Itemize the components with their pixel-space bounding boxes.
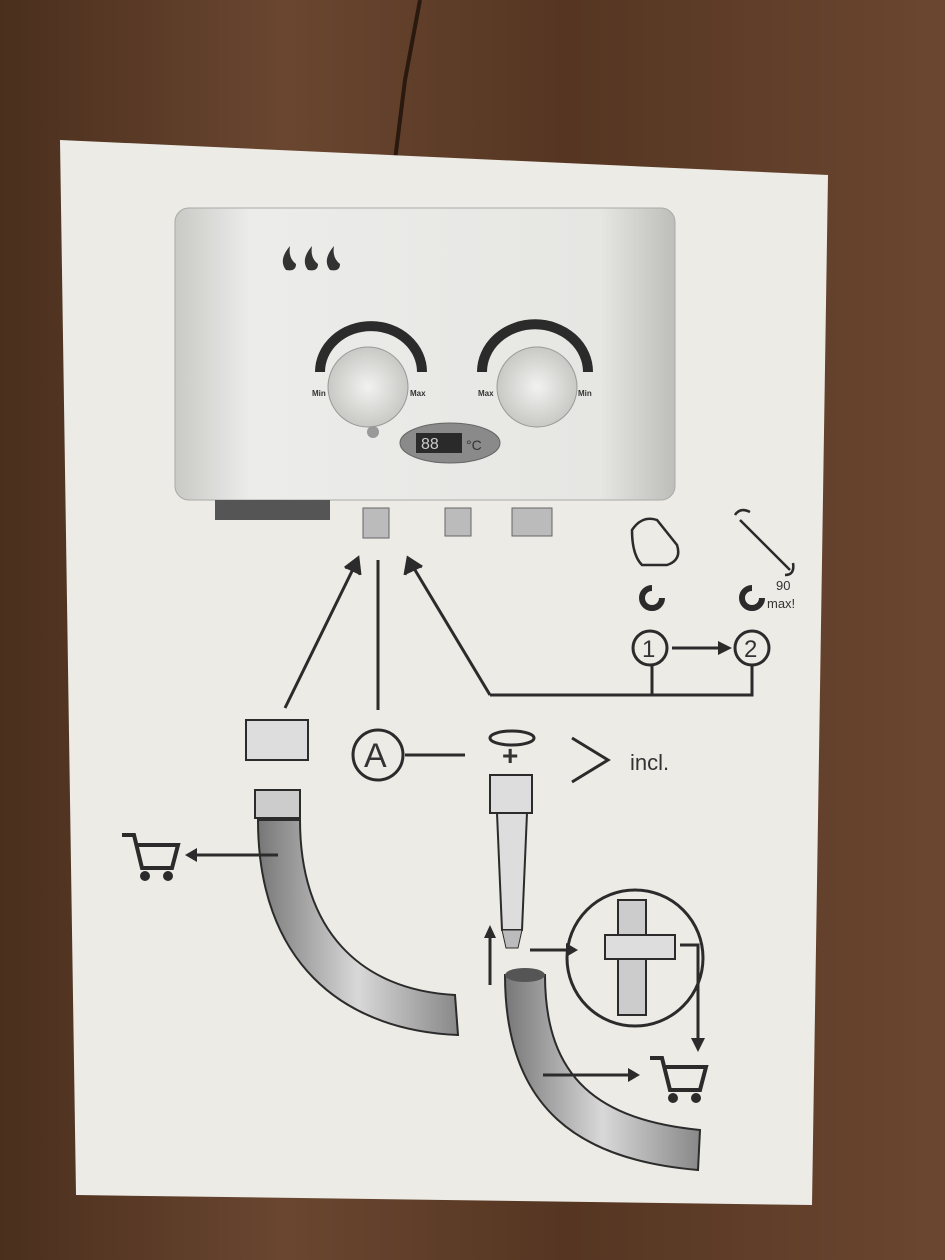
part-a-label: A — [364, 737, 387, 775]
part-a-circle — [351, 728, 405, 782]
step-1-circle — [631, 629, 669, 667]
step-2-circle — [733, 629, 771, 667]
gas-inlet — [362, 507, 390, 539]
gas-hose-right — [503, 968, 702, 1172]
included-label: incl. — [630, 750, 669, 775]
right-knob — [496, 346, 578, 428]
sealing-washer — [488, 729, 536, 747]
rotate-icon-1 — [639, 585, 665, 611]
shopping-cart-icon-2 — [650, 1056, 709, 1103]
plus-sign: + — [502, 740, 518, 771]
display-unit: °C — [466, 437, 482, 453]
wrench-icon — [733, 508, 795, 577]
step-2-label: 2 — [744, 636, 757, 663]
indicator-light — [367, 426, 379, 438]
left-knob-arc — [315, 321, 427, 373]
connection-arrows — [283, 555, 754, 784]
left-knob — [327, 346, 409, 428]
gas-hose-left — [245, 719, 460, 1037]
right-knob-arc — [477, 319, 593, 373]
display-value: 88 — [421, 436, 439, 453]
water-inlet — [444, 507, 472, 537]
hose-clamp-detail — [565, 888, 705, 1028]
step-1-label: 1 — [642, 636, 655, 663]
arrow-icon — [718, 641, 732, 655]
left-min-label: Min — [312, 389, 326, 398]
torque-note: max! — [767, 596, 795, 611]
shopping-cart-icon — [122, 833, 181, 881]
water-heater: Min Max Max Min 88 °C — [174, 207, 676, 539]
torque-value: 90 — [776, 578, 790, 593]
hand-icon — [630, 517, 680, 567]
wood-crack — [393, 0, 422, 161]
flame-icons — [282, 246, 340, 271]
left-max-label: Max — [410, 389, 426, 398]
hose-nozzle — [489, 774, 533, 949]
rotate-icon-2 — [739, 585, 765, 611]
water-outlet — [511, 507, 553, 537]
right-min-label: Min — [578, 389, 592, 398]
right-max-label: Max — [478, 389, 494, 398]
